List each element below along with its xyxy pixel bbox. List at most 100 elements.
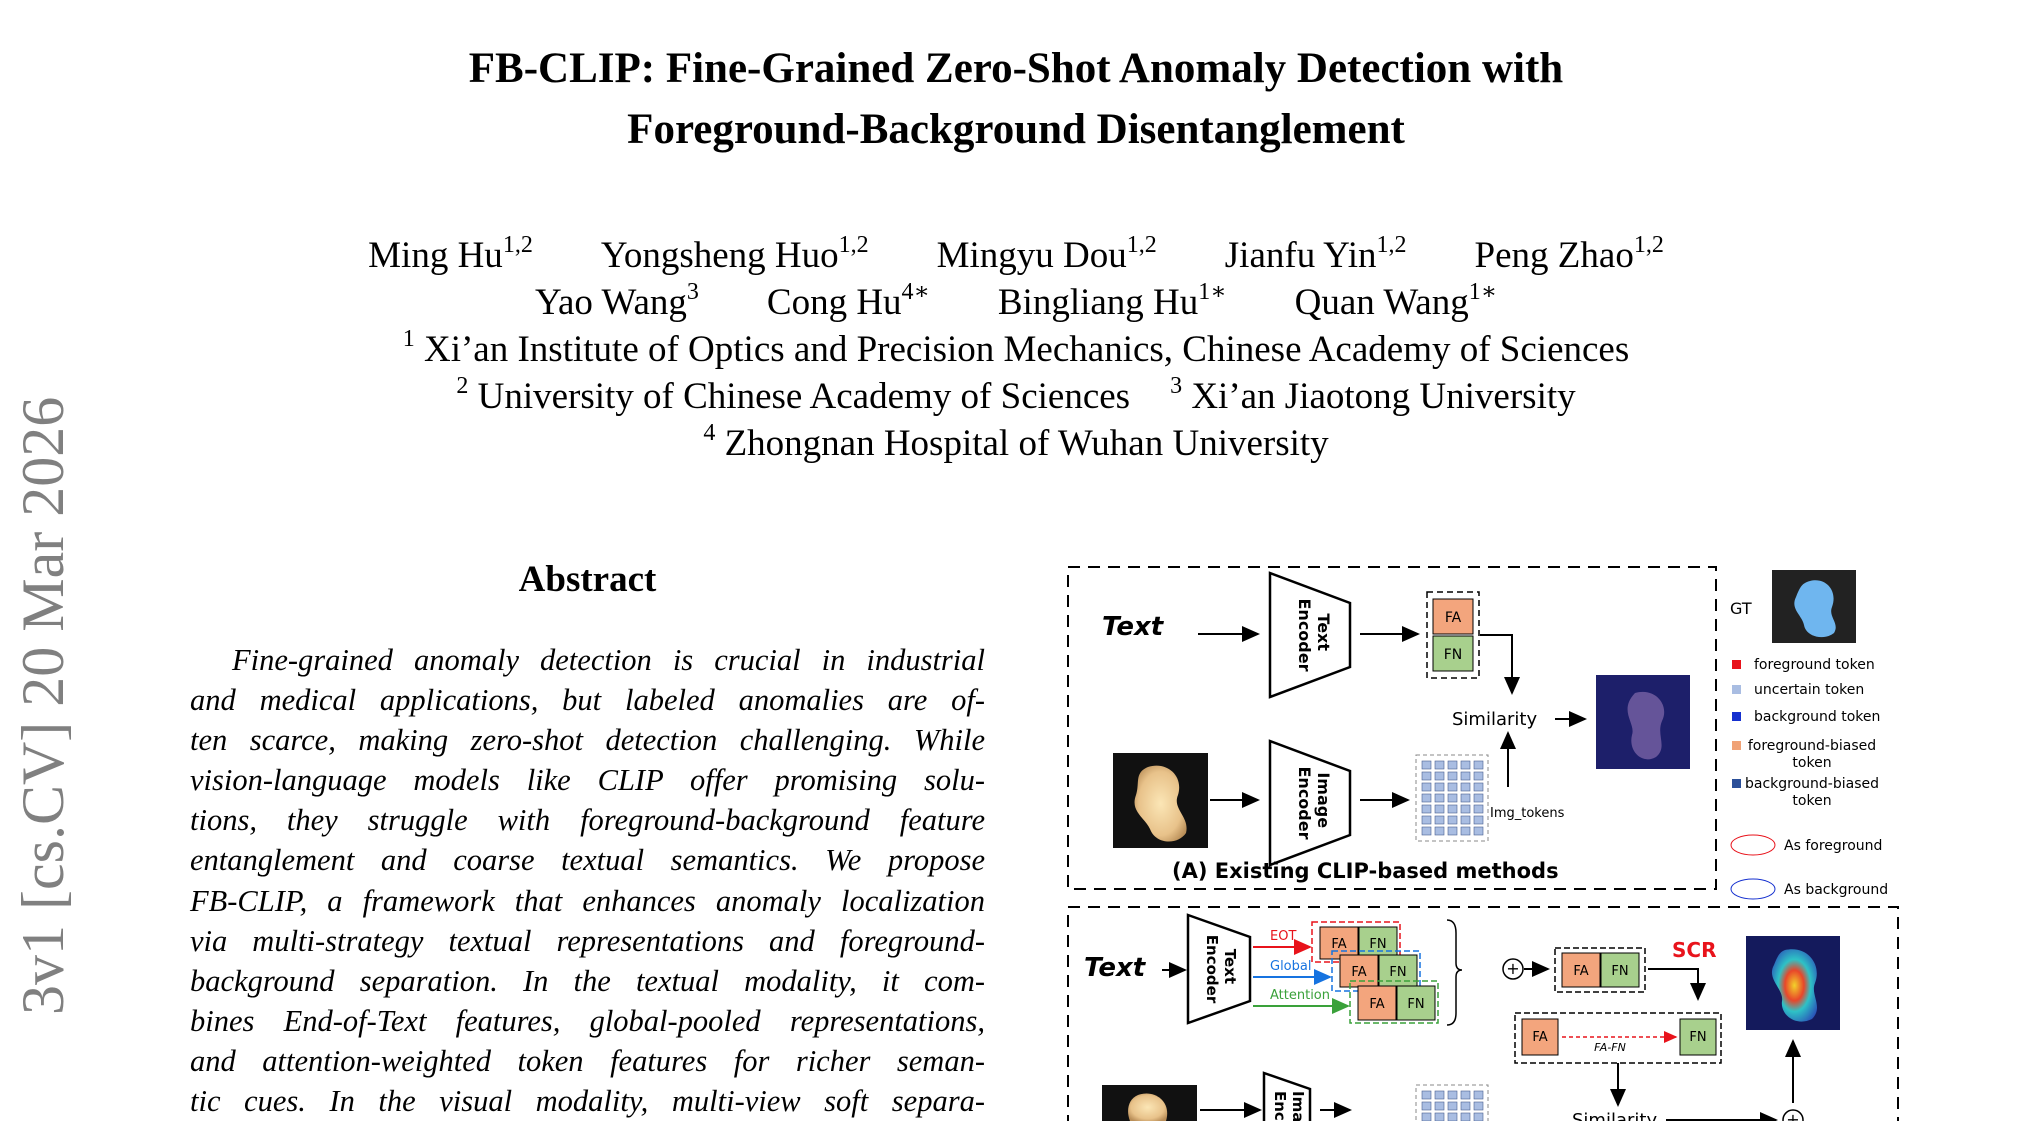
token-grid-cells: [1421, 760, 1484, 836]
token-cell: [1434, 771, 1445, 781]
token-cell: [1434, 760, 1445, 770]
arxiv-identifier: 3v1 [cs.CV] 20 Mar 2026: [10, 396, 76, 1015]
fusion-plus-b: [1782, 1109, 1804, 1121]
token-cell: [1473, 1112, 1484, 1121]
svg-text:FN: FN: [1407, 997, 1424, 1012]
token-cell: [1447, 1090, 1458, 1100]
figure-1: Text Text Encoder FA FN Similarity Image…: [1050, 555, 2032, 1121]
token-cell: [1447, 771, 1458, 781]
svg-text:Text Encoder: Text Encoder: [1203, 935, 1239, 1004]
author: Cong Hu4∗: [766, 279, 930, 323]
svg-text:FA-FN: FA-FN: [1594, 1041, 1626, 1054]
legend-swatch: [1732, 660, 1741, 669]
abstract-line: and attention-weighted token features fo…: [190, 1043, 985, 1078]
svg-text:FN: FN: [1389, 965, 1406, 980]
svg-text:Global: Global: [1270, 959, 1311, 974]
token-cell: [1447, 826, 1458, 836]
legend-label: background token: [1754, 709, 1880, 725]
svg-text:Similarity: Similarity: [1572, 1110, 1657, 1121]
svg-text:FN: FN: [1611, 964, 1628, 979]
abstract-line: tic cues. In the visual modality, multi-…: [190, 1084, 985, 1119]
token-cell: [1447, 782, 1458, 792]
similarity-label: Similarity: [1452, 709, 1537, 730]
token-cell: [1447, 760, 1458, 770]
token-cell: [1434, 1090, 1445, 1100]
svg-text:FA: FA: [1351, 965, 1366, 980]
token-cell: [1434, 1112, 1445, 1121]
token-cell: [1434, 815, 1445, 825]
token-cell: [1473, 815, 1484, 825]
token-cell: [1421, 793, 1432, 803]
svg-text:Text Encoder: Text Encoder: [1295, 599, 1333, 672]
author: Bingliang Hu1∗: [997, 279, 1227, 323]
svg-text:FA: FA: [1532, 1030, 1547, 1045]
abstract-line: Fine-grained anomaly detection is crucia…: [232, 643, 985, 677]
token-cell: [1460, 804, 1471, 814]
token-cell: [1473, 793, 1484, 803]
token-cell: [1447, 793, 1458, 803]
svg-text:FA: FA: [1573, 964, 1588, 979]
svg-text:FN: FN: [1369, 937, 1386, 952]
token-cell: [1473, 826, 1484, 836]
panel-a: Text Text Encoder FA FN Similarity Image…: [1067, 566, 1717, 890]
legend-swatch: [1732, 741, 1741, 750]
token-cell: [1460, 1090, 1471, 1100]
svg-text:As background: As background: [1784, 882, 1888, 898]
token-cell: [1421, 1090, 1432, 1100]
svg-text:FN: FN: [1689, 1030, 1706, 1045]
title-line-1: FB-CLIP: Fine-Grained Zero-Shot Anomaly …: [468, 45, 1564, 92]
token-cell: [1473, 771, 1484, 781]
token-cell: [1460, 1101, 1471, 1111]
svg-text:+: +: [1786, 1110, 1799, 1121]
token-cell: [1460, 1112, 1471, 1121]
legend-swatch: [1732, 779, 1741, 788]
token-cell: [1460, 771, 1471, 781]
abstract-body: Fine-grained anomaly detection is crucia…: [190, 640, 985, 1121]
legend-swatch: [1732, 712, 1741, 721]
svg-text:Image Encoder: Image Encoder: [1271, 1091, 1307, 1121]
author: Yongsheng Huo1,2: [600, 232, 869, 276]
token-cell: [1434, 826, 1445, 836]
token-cell: [1447, 1112, 1458, 1121]
token-cell: [1473, 804, 1484, 814]
abstract-line: ten scarce, making zero-shot detection c…: [190, 723, 985, 758]
fn-token: [1432, 635, 1474, 672]
author: Ming Hu1,2: [368, 232, 533, 276]
token-cell: [1421, 804, 1432, 814]
token-cell: [1434, 782, 1445, 792]
token-cell: [1473, 760, 1484, 770]
panel-a-text-label: Text: [1102, 612, 1165, 642]
svg-text:Image Encoder: Image Encoder: [1295, 767, 1333, 840]
token-cell: [1421, 1112, 1432, 1121]
author: Peng Zhao1,2: [1474, 232, 1664, 276]
token-cell: [1421, 782, 1432, 792]
svg-text:FA: FA: [1445, 610, 1462, 626]
abstract-line: vision-language models like CLIP offer p…: [190, 763, 985, 798]
scr-label: SCR: [1672, 938, 1716, 962]
abstract-heading: Abstract: [518, 559, 657, 600]
token-cell: [1473, 1090, 1484, 1100]
svg-text:FA: FA: [1369, 997, 1384, 1012]
abstract-line: FB-CLIP, a framework that enhances anoma…: [190, 883, 985, 918]
author: Mingyu Dou1,2: [936, 232, 1157, 276]
token-cell: [1460, 782, 1471, 792]
author: Quan Wang1∗: [1294, 279, 1498, 323]
text-encoder-b: [1186, 913, 1252, 1025]
svg-text:EOT: EOT: [1270, 929, 1296, 944]
svg-text:GT: GT: [1730, 599, 1752, 618]
as-foreground-marker: [1730, 834, 1776, 856]
affiliation-1: 1 Xi’an Institute of Optics and Precisio…: [402, 326, 1630, 370]
legend-label: foreground token: [1754, 657, 1875, 673]
svg-text:As foreground: As foreground: [1784, 838, 1882, 854]
token-cell: [1421, 815, 1432, 825]
abstract-line: background separation. In the textual mo…: [190, 963, 985, 998]
svg-text:+: +: [1506, 959, 1519, 978]
panel-a-caption: (A) Existing CLIP-based methods: [1172, 859, 1559, 883]
image-encoder-b: [1262, 1071, 1312, 1121]
abstract-line: and medical applications, but labeled an…: [190, 683, 985, 718]
token-cell: [1473, 1101, 1484, 1111]
token-cell: [1421, 826, 1432, 836]
panel-b-text-label: Text: [1084, 953, 1147, 983]
